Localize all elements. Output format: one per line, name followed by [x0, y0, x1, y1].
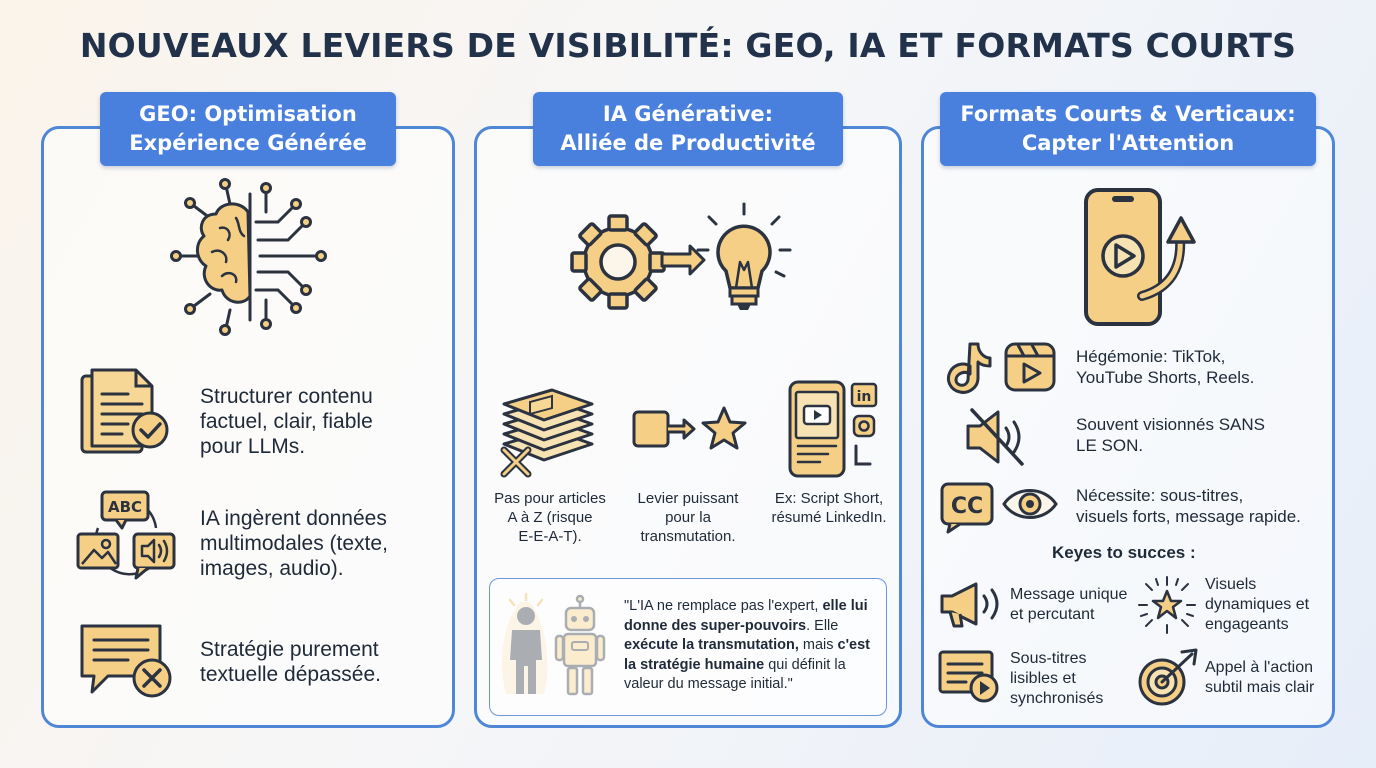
keys-title: Keyes to succes : — [1052, 543, 1196, 562]
brain-circuit-icon — [170, 178, 327, 336]
ia-item-levier: Levier puissant pour la transmutation. — [637, 490, 739, 545]
formats-item-necessite: Nécessite: sous-titres, visuels forts, m… — [1076, 486, 1301, 526]
chat-cross-icon — [80, 624, 172, 698]
page-title: NOUVEAUX LEVIERS DE VISIBILITÉ: GEO, IA … — [79, 26, 1297, 65]
ia-item-example: Ex: Script Short, résumé LinkedIn. — [771, 490, 887, 526]
subtitle-play-icon — [938, 650, 999, 703]
formats-item-sans-son: Souvent visionnés SANS LE SON. — [1076, 415, 1265, 455]
quote-box — [489, 578, 887, 716]
gear-lightbulb-icon — [570, 202, 792, 310]
panel-ia-header: IA Générative: Alliée de Productivité — [533, 92, 843, 166]
svg-text:CC: CC — [951, 494, 983, 519]
svg-text:ABC: ABC — [108, 498, 142, 516]
document-check-icon — [80, 368, 169, 454]
multimodal-icon: ABC — [76, 490, 176, 580]
ia-item-articles: Pas pour articles A à Z (risque E-E-A-T)… — [494, 490, 606, 545]
quote-text: "L'IA ne remplace pas l'expert, elle lui… — [624, 598, 871, 692]
geo-item-structure: Structurer contenu factuel, clair, fiabl… — [200, 385, 373, 458]
phone-play-icon — [1084, 188, 1196, 326]
geo-item-textual: Stratégie purement textuelle dépassée. — [200, 638, 381, 686]
geo-item-multimodal: IA ingèrent données multimodales (texte,… — [200, 507, 388, 580]
tiktok-reels-icon — [946, 342, 1056, 394]
box-arrow-star-icon — [632, 406, 747, 450]
mute-icon — [966, 408, 1024, 466]
cc-eye-icon: CC — [940, 482, 1058, 534]
panel-formats-header: Formats Courts & Verticaux: Capter l'Att… — [940, 92, 1316, 166]
key-message: Message unique et percutant — [1010, 586, 1128, 623]
panel-geo-header: GEO: Optimisation Expérience Générée — [100, 92, 396, 166]
formats-item-hegemonie: Hégémonie: TikTok, YouTube Shorts, Reels… — [1076, 347, 1255, 387]
phone-social-icon: in — [788, 380, 878, 478]
paper-stack-cross-icon — [500, 388, 594, 478]
key-sous-titres: Sous-titres lisibles et synchronisés — [1010, 650, 1104, 707]
sparkle-star-icon — [1138, 576, 1196, 634]
target-arrow-icon — [1138, 648, 1198, 706]
svg-text:in: in — [857, 389, 872, 405]
key-visuels: Visuels dynamiques et engageants — [1205, 576, 1310, 633]
megaphone-icon — [940, 582, 999, 628]
key-appel-action: Appel à l'action subtil mais clair — [1205, 659, 1315, 696]
